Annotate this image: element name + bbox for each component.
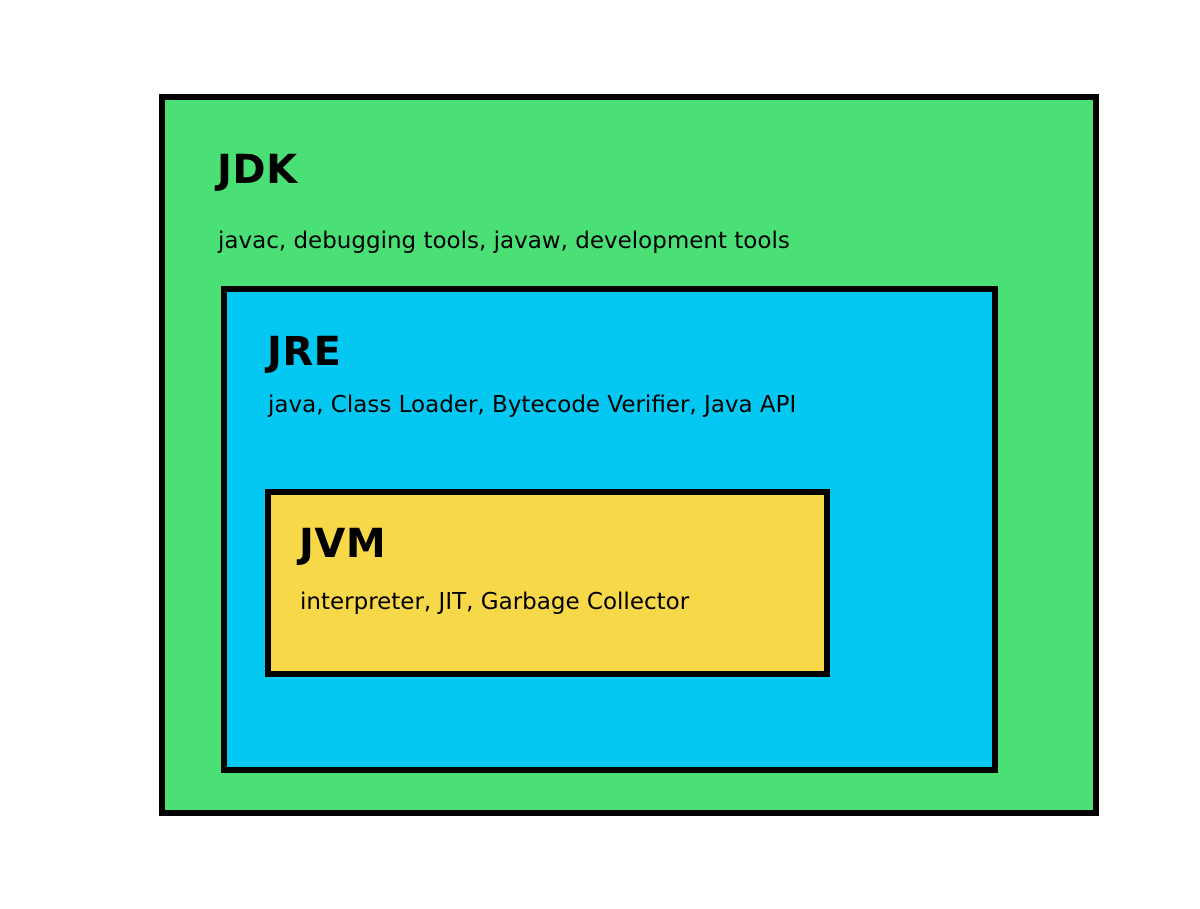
jvm-description: interpreter, JIT, Garbage Collector [300, 589, 690, 615]
jvm-box: JVM interpreter, JIT, Garbage Collector [265, 489, 830, 677]
jvm-title: JVM [299, 521, 387, 567]
jdk-description: javac, debugging tools, javaw, developme… [218, 228, 790, 254]
jre-box: JRE java, Class Loader, Bytecode Verifie… [221, 286, 998, 773]
jdk-title: JDK [217, 147, 298, 193]
jre-title: JRE [267, 329, 342, 375]
jre-description: java, Class Loader, Bytecode Verifier, J… [268, 392, 797, 418]
jdk-box: JDK javac, debugging tools, javaw, devel… [159, 94, 1099, 816]
